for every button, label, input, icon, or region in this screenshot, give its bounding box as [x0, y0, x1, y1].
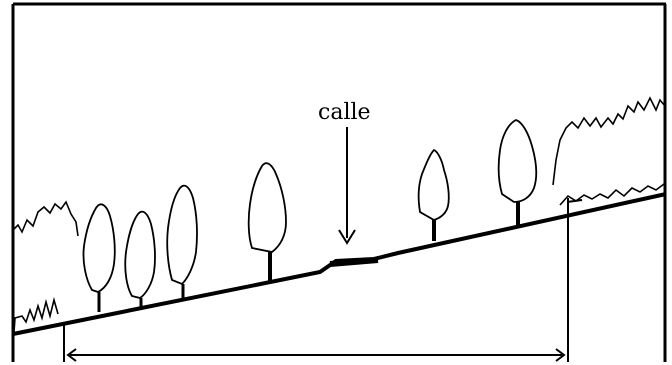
- street-label: calle: [318, 100, 371, 125]
- tree-icon: [417, 148, 450, 241]
- down-arrow-icon: [338, 127, 356, 245]
- ground-shrubs-left: [13, 296, 59, 333]
- dimension-line: [63, 198, 569, 362]
- background-tree-outline-left: [12, 200, 79, 237]
- tree-icon: [82, 203, 116, 312]
- ground-marker: [566, 199, 583, 203]
- tree-icon: [247, 162, 287, 282]
- tree-icon: [166, 184, 198, 300]
- frame: [11, 2, 667, 362]
- tree-icon: [497, 119, 538, 226]
- tree-icon: [124, 210, 156, 307]
- background-tree-outline-right: [552, 96, 666, 186]
- street-segment: [329, 257, 379, 267]
